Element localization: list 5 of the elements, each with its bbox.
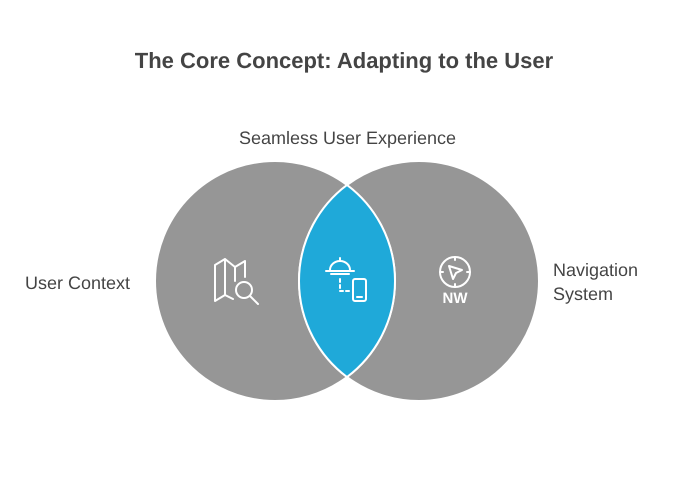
circle-label: Seamless User Experience [238,127,456,150]
compass-direction-label: NW [442,290,468,308]
diagram-title: The Core Concept: Adapting to the User [134,48,554,73]
circle-label: Navigation System [553,259,640,306]
circle-label: User Context [25,272,130,295]
